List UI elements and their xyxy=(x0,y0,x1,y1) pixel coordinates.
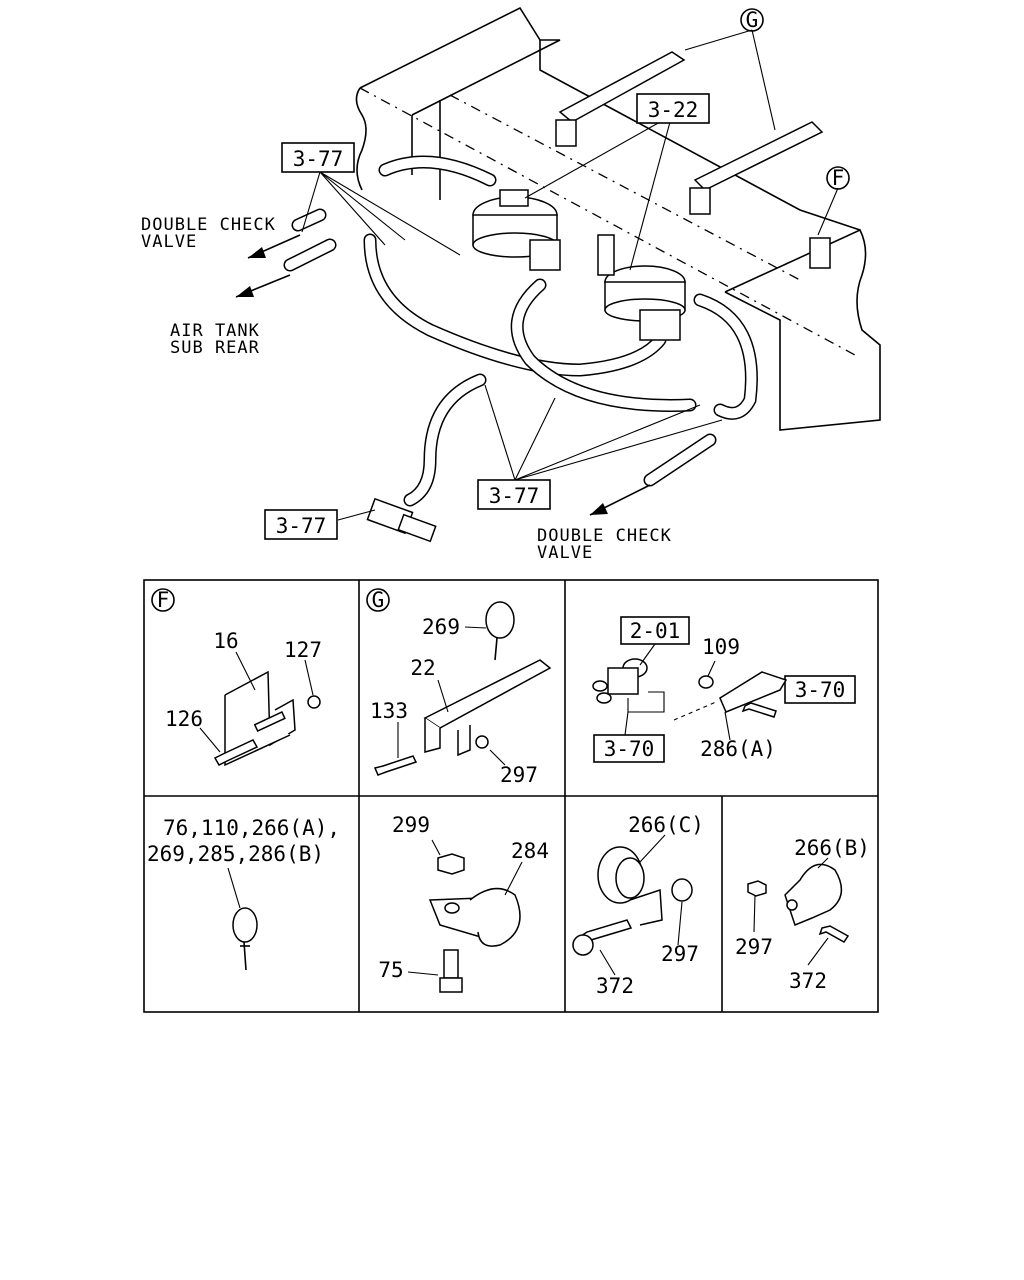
note-double-check-valve-left-2: VALVE xyxy=(141,232,197,252)
arrow-air-tank xyxy=(235,274,291,298)
ref-3-77-bottom-left[interactable]: 3-77 xyxy=(276,514,327,538)
clamp-ring xyxy=(232,907,258,943)
ref-box-3-77-top[interactable] xyxy=(281,142,355,173)
ref-2-01[interactable]: 2-01 xyxy=(630,619,681,643)
ref-box-3-77-bottom-left[interactable] xyxy=(264,509,338,540)
note-double-check-valve-right-1: DOUBLE CHECK xyxy=(537,526,672,546)
f-ref-label: F xyxy=(832,166,845,190)
bolt-126 xyxy=(213,739,259,766)
label-127: 127 xyxy=(284,638,322,662)
bracket-22 xyxy=(423,659,552,729)
relay-valve-left xyxy=(472,189,561,271)
frame-rail-right xyxy=(724,228,881,431)
label-299: 299 xyxy=(392,813,430,837)
panel-f: F 16 127 126 xyxy=(151,588,322,767)
nut-297-b xyxy=(747,880,767,897)
frame-rail-top xyxy=(359,6,561,116)
label-286a: 286(A) xyxy=(700,737,776,761)
note-double-check-valve-left-1: DOUBLE CHECK xyxy=(141,215,276,235)
g-bracket-top xyxy=(558,51,686,123)
clamp-list-line-2: 269,285,286(B) xyxy=(147,842,324,866)
nut-127 xyxy=(307,695,321,709)
ref-3-77-top[interactable]: 3-77 xyxy=(293,147,344,171)
panel-clamp-list: 76,110,266(A), 269,285,286(B) xyxy=(147,816,340,971)
ref-3-22[interactable]: 3-22 xyxy=(648,98,699,122)
bolt-286a xyxy=(741,702,777,718)
label-266b: 266(B) xyxy=(794,836,870,860)
label-372-b: 372 xyxy=(789,969,827,993)
f-ref-circle xyxy=(826,166,850,190)
clamp-284-loop xyxy=(469,887,521,947)
f-bracket xyxy=(809,237,831,269)
tee-fitting xyxy=(366,497,437,543)
panel-g: G 269 22 133 297 xyxy=(366,588,552,787)
frame-rail-flange xyxy=(539,40,861,231)
g-bracket-tab xyxy=(555,119,577,147)
label-297-g: 297 xyxy=(500,763,538,787)
arrow-double-check-valve-left xyxy=(247,234,301,259)
solenoid-valve xyxy=(592,658,648,704)
clamp-list-line-1: 76,110,266(A), xyxy=(163,816,340,840)
bolt-75 xyxy=(443,949,459,979)
bracket-22-tab xyxy=(457,725,471,757)
bolt-133 xyxy=(373,755,418,776)
g-bracket-mid xyxy=(693,121,824,191)
nut-297-c xyxy=(671,878,693,902)
panel-valve: 2-01 3-70 3-70 109 286(A) xyxy=(592,616,856,763)
clip-266b xyxy=(784,863,843,926)
main-assembly-drawing xyxy=(235,6,881,543)
label-284: 284 xyxy=(511,839,549,863)
label-75: 75 xyxy=(378,958,403,982)
label-297-b: 297 xyxy=(735,935,773,959)
bracket-22-face xyxy=(424,718,441,753)
g-bracket-tab-2 xyxy=(689,187,711,215)
g-ref-label: G xyxy=(746,8,759,32)
label-109: 109 xyxy=(702,635,740,659)
nut-299 xyxy=(437,853,465,875)
ref-3-70-left[interactable]: 3-70 xyxy=(604,737,655,761)
arrow-double-check-valve-right xyxy=(589,484,651,516)
clamp-269 xyxy=(485,601,515,639)
detail-grid-frame xyxy=(143,579,879,1013)
ref-box-3-70-right[interactable] xyxy=(784,675,856,704)
grommet-bracket xyxy=(629,888,663,926)
nut-297 xyxy=(475,735,489,749)
hose-b xyxy=(403,373,487,507)
frame-center-line xyxy=(359,87,856,356)
panel-266c: 266(C) 297 372 xyxy=(572,813,704,998)
ref-box-3-77-bottom-right[interactable] xyxy=(477,479,551,510)
label-133: 133 xyxy=(370,699,408,723)
note-air-tank-2: SUB REAR xyxy=(170,338,260,358)
panel-266b: 266(B) 297 372 xyxy=(735,836,870,993)
ref-box-3-70-left[interactable] xyxy=(593,734,665,763)
note-air-tank-1: AIR TANK xyxy=(170,321,260,341)
panel-f-circle-label: F xyxy=(157,588,170,612)
washer-109 xyxy=(698,675,714,689)
label-269-g: 269 xyxy=(422,615,460,639)
panel-g-circle-label: G xyxy=(372,588,385,612)
frame-rail-break xyxy=(355,87,367,191)
label-297-c: 297 xyxy=(661,942,699,966)
label-126: 126 xyxy=(165,707,203,731)
bolt-372-b xyxy=(818,925,850,943)
valve-pipe xyxy=(627,691,665,713)
label-22: 22 xyxy=(410,656,435,680)
note-double-check-valve-right-2: VALVE xyxy=(537,543,593,563)
ref-3-77-bottom-right[interactable]: 3-77 xyxy=(489,484,540,508)
panel-284: 299 284 75 xyxy=(378,813,549,993)
ref-3-70-right[interactable]: 3-70 xyxy=(795,678,846,702)
bracket-286a xyxy=(719,671,788,713)
label-16: 16 xyxy=(213,629,238,653)
relay-valve-right xyxy=(597,234,686,341)
panel-f-circle xyxy=(151,588,175,612)
ref-box-3-22[interactable] xyxy=(636,93,710,124)
label-372-c: 372 xyxy=(596,974,634,998)
panel-g-circle xyxy=(366,588,390,612)
label-266c: 266(C) xyxy=(628,813,704,837)
frame-center-line-2 xyxy=(449,94,801,281)
g-ref-circle xyxy=(740,8,764,32)
